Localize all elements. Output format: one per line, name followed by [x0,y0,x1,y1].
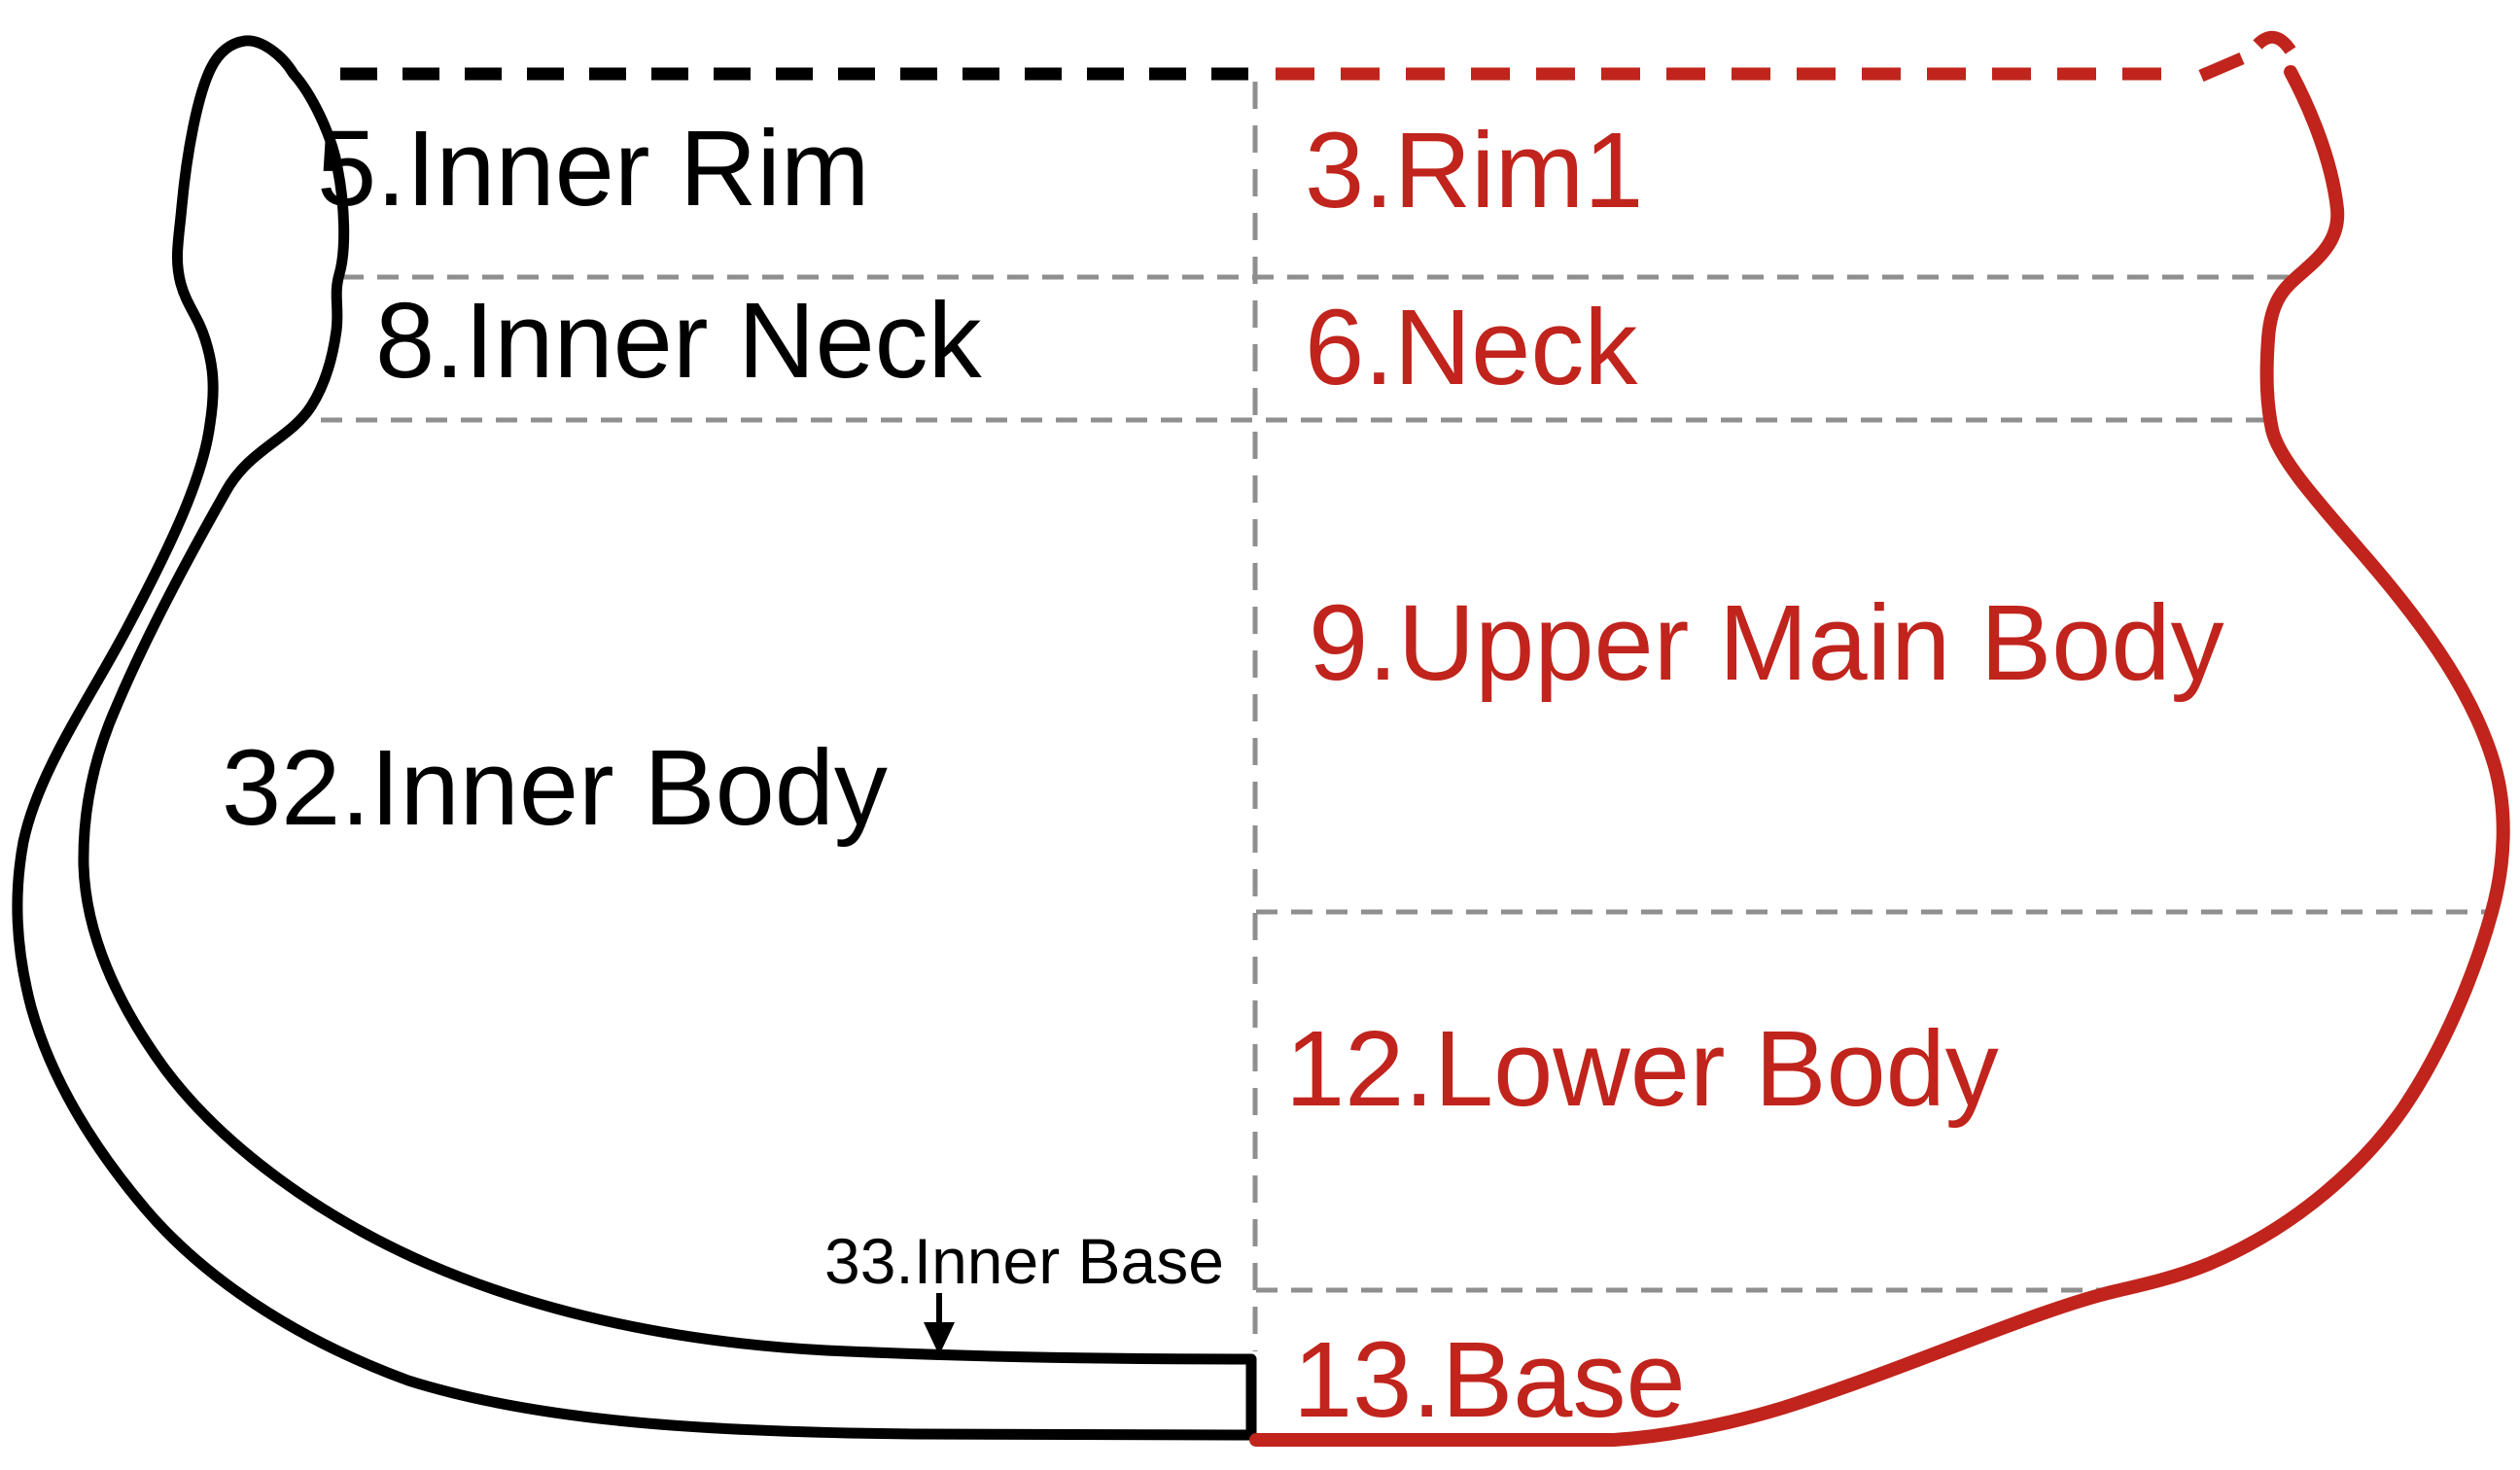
outer-profile-curve [1249,65,2510,1447]
inner-base-arrow-icon [924,1293,955,1355]
label-rim1: 3.Rim1 [1305,111,1644,230]
rim-level-dash-curved [2253,30,2296,54]
inner-profile-outline [12,35,1257,1441]
label-base: 13.Base [1293,1320,1686,1440]
label-neck: 6.Neck [1305,288,1638,407]
label-lower-body: 12.Lower Body [1285,1009,1999,1129]
label-inner-body: 32.Inner Body [222,728,888,848]
label-inner-neck: 8.Inner Neck [375,281,982,401]
label-upper-main-body: 9.Upper Main Body [1309,583,2224,703]
rim-level-dash-angled [2198,52,2245,82]
label-inner-rim: 5.Inner Rim [317,109,870,228]
label-inner-base: 33.Inner Base [824,1225,1224,1297]
